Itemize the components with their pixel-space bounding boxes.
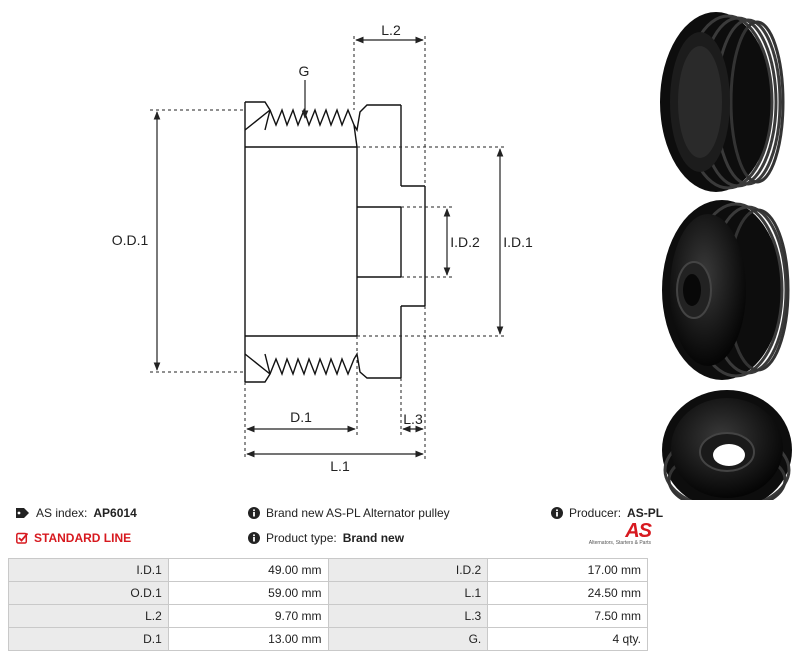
checkbox-icon bbox=[16, 532, 28, 544]
dimension-labels: G L.2 O.D.1 I.D.1 I.D.2 D.1 L.3 L.1 bbox=[112, 22, 533, 474]
spec-key: L.2 bbox=[8, 604, 169, 628]
pulley-diagram: G L.2 O.D.1 I.D.1 I.D.2 D.1 L.3 L.1 bbox=[112, 12, 792, 500]
spec-key: O.D.1 bbox=[8, 581, 169, 605]
pulley-top-groove-inner bbox=[244, 109, 358, 148]
as-index-value: AP6014 bbox=[93, 506, 137, 520]
product-type-value: Brand new bbox=[342, 531, 405, 545]
pulley-top-grooves bbox=[245, 101, 401, 132]
as-index-label: AS index: bbox=[36, 506, 88, 520]
line-badge: STANDARD LINE bbox=[16, 531, 131, 545]
spec-key: L.1 bbox=[327, 581, 489, 605]
table-row: I.D.1 49.00 mm I.D.2 17.00 mm bbox=[8, 558, 648, 582]
label-id1: I.D.1 bbox=[503, 234, 533, 250]
spec-value: 4 qty. bbox=[487, 627, 648, 651]
label-l3: L.3 bbox=[403, 411, 423, 427]
as-pl-logo: AS Alternators, Starters & Parts bbox=[585, 520, 652, 547]
product-photo-side bbox=[660, 12, 785, 192]
label-l1: L.1 bbox=[330, 458, 350, 474]
spec-key: I.D.1 bbox=[8, 558, 169, 582]
spec-value: 7.50 mm bbox=[487, 604, 648, 628]
label-id2: I.D.2 bbox=[450, 234, 480, 250]
pulley-profile bbox=[244, 101, 426, 383]
table-row: L.2 9.70 mm L.3 7.50 mm bbox=[8, 604, 648, 628]
line-name: STANDARD LINE bbox=[34, 531, 132, 545]
label-groove: G bbox=[299, 63, 310, 79]
brand-info: Brand new AS-PL Alternator pulley bbox=[248, 506, 450, 520]
spec-value: 59.00 mm bbox=[167, 581, 329, 605]
pulley-bottom-groove-inner bbox=[244, 353, 271, 375]
spec-key: D.1 bbox=[8, 627, 169, 651]
info-icon bbox=[248, 507, 260, 519]
producer: Producer: AS-PL bbox=[551, 506, 663, 520]
spec-key: I.D.2 bbox=[327, 558, 489, 582]
product-type-label: Product type: bbox=[266, 531, 337, 545]
label-od1: O.D.1 bbox=[112, 232, 149, 248]
extension-lines bbox=[150, 36, 505, 460]
producer-value: AS-PL bbox=[627, 506, 664, 520]
tag-icon bbox=[16, 508, 29, 518]
spec-value: 49.00 mm bbox=[167, 558, 329, 582]
label-l2: L.2 bbox=[381, 22, 401, 38]
table-row: D.1 13.00 mm G. 4 qty. bbox=[8, 627, 648, 651]
dimension-arrows bbox=[153, 36, 504, 458]
spec-key: G. bbox=[327, 627, 489, 651]
info-icon bbox=[551, 507, 563, 519]
logo-mark: AS bbox=[625, 520, 652, 542]
table-row: O.D.1 59.00 mm L.1 24.50 mm bbox=[8, 581, 648, 605]
info-icon bbox=[248, 532, 260, 544]
spec-value: 9.70 mm bbox=[167, 604, 329, 628]
product-photo-angle bbox=[662, 200, 790, 380]
spec-key: L.3 bbox=[327, 604, 489, 628]
spec-value: 13.00 mm bbox=[167, 627, 329, 651]
label-d1: D.1 bbox=[290, 409, 312, 425]
spec-value: 24.50 mm bbox=[487, 581, 648, 605]
product-photo-front bbox=[662, 390, 792, 500]
brand-text: Brand new AS-PL Alternator pulley bbox=[266, 506, 450, 520]
product-type: Product type: Brand new bbox=[248, 531, 404, 545]
pulley-bottom-grooves bbox=[245, 352, 401, 383]
as-index: AS index: AP6014 bbox=[16, 506, 137, 520]
logo-subtitle: Alternators, Starters & Parts bbox=[588, 540, 651, 546]
producer-label: Producer: bbox=[569, 506, 622, 520]
spec-value: 17.00 mm bbox=[487, 558, 648, 582]
specs-table: I.D.1 49.00 mm I.D.2 17.00 mm O.D.1 59.0… bbox=[8, 558, 648, 651]
